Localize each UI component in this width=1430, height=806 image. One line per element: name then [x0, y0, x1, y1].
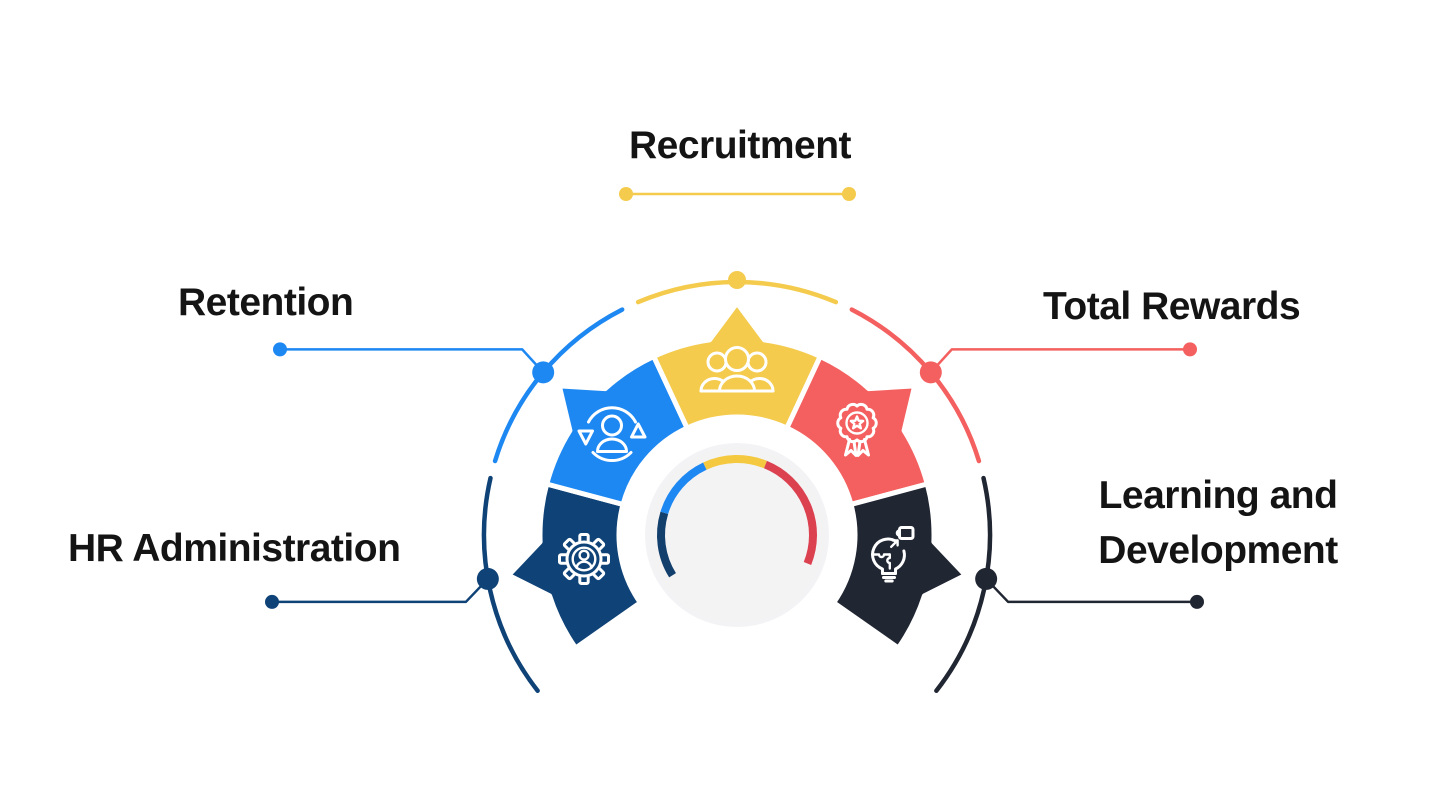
people-group-icon: [699, 346, 775, 393]
leader-dot: [619, 187, 633, 201]
ring-arc-learning-and-development: [934, 475, 993, 694]
gear-person-icon: [558, 533, 610, 585]
person-refresh-icon: [577, 406, 647, 463]
node-dot-hr-administration: [476, 567, 499, 590]
leader-line-hr-administration: [272, 578, 489, 604]
label-retention: Retention: [178, 281, 354, 324]
center-circle: [649, 447, 825, 623]
label-total-rewards: Total Rewards: [1043, 285, 1301, 328]
inner-arc-segment: [660, 462, 707, 515]
node-dot-recruitment: [728, 271, 746, 289]
puzzle-bulb-icon: [871, 526, 915, 583]
icons-layer: [558, 346, 915, 585]
leader-line-total-rewards: [929, 348, 1190, 374]
leader-dot: [265, 594, 279, 609]
leader-dot: [273, 342, 287, 357]
leader-dot: [1183, 342, 1197, 357]
ring-arc-hr-administration: [481, 475, 540, 694]
leader-line-learning-and-development: [985, 578, 1197, 604]
leader-lines-layer: [265, 187, 1204, 609]
label-learning-and-development: Learning and Development: [1098, 474, 1338, 572]
center-circle-layer: [645, 443, 829, 627]
node-dot-total-rewards: [919, 361, 942, 384]
inner-arc-segment: [657, 511, 677, 578]
node-dot-learning-and-development: [975, 567, 998, 590]
leader-dot: [842, 187, 856, 201]
leader-dot: [1190, 594, 1204, 609]
label-hr-administration: HR Administration: [68, 527, 401, 570]
award-ribbon-icon: [836, 402, 878, 457]
inner-arc-segment: [763, 460, 817, 565]
label-recruitment: Recruitment: [628, 124, 852, 167]
node-dot-retention: [532, 361, 555, 384]
leader-line-retention: [280, 348, 545, 374]
inner-arc-segment: [703, 455, 767, 470]
